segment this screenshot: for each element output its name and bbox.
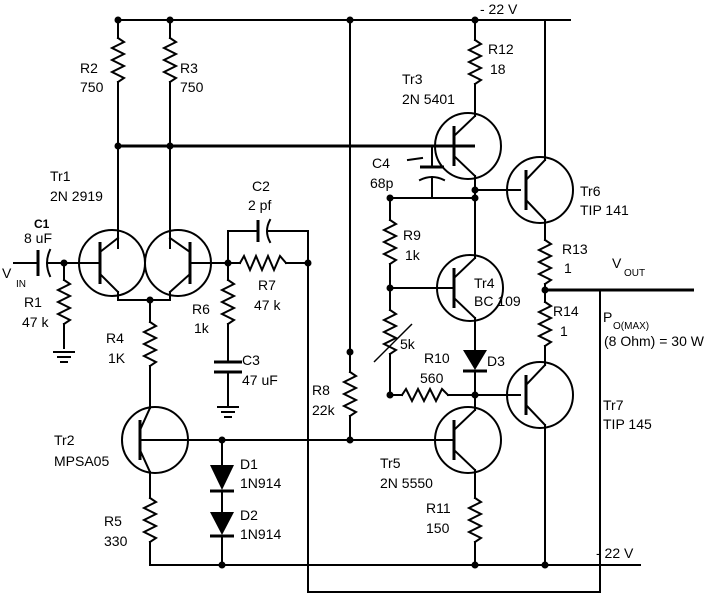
pot-value: 5k xyxy=(400,336,416,352)
pomax-sub: O(MAX) xyxy=(613,321,649,332)
r4-value: 1K xyxy=(108,350,126,366)
ground-c3 xyxy=(217,406,239,418)
tr3-value: 2N 5401 xyxy=(402,91,455,107)
r3-name: R3 xyxy=(180,60,198,76)
transistor-tr4 xyxy=(389,231,504,351)
resistor-r5 xyxy=(141,496,159,566)
resistor-r4 xyxy=(141,320,159,409)
diode-d3 xyxy=(463,350,487,411)
c2-value: 2 pf xyxy=(248,197,271,213)
r9-name: R9 xyxy=(403,227,421,243)
r14-value: 1 xyxy=(560,323,568,339)
capacitor-c3 xyxy=(214,360,242,406)
tr2-value: MPSA05 xyxy=(54,453,109,469)
tr7-name: Tr7 xyxy=(603,397,624,413)
bottom-rail-label: - 22 V xyxy=(596,545,634,561)
r9-value: 1k xyxy=(405,247,421,263)
r12-value: 18 xyxy=(490,61,506,77)
ground-r1 xyxy=(53,351,75,363)
r11-name: R11 xyxy=(426,500,451,516)
tr1-name: Tr1 xyxy=(50,168,71,184)
tr6-value: TIP 141 xyxy=(580,202,629,218)
transistor-tr7 xyxy=(506,361,574,566)
d1-name: D1 xyxy=(240,456,258,472)
d3-name: D3 xyxy=(487,353,505,369)
vout-label: V xyxy=(612,255,622,271)
r4-name: R4 xyxy=(106,330,124,346)
r5-value: 330 xyxy=(104,533,128,549)
r7-name: R7 xyxy=(258,277,276,293)
resistor-r10 xyxy=(389,386,476,404)
c4-value: 68p xyxy=(370,175,394,191)
diode-d1 xyxy=(210,439,234,493)
c1-name: C1 xyxy=(34,217,50,231)
vout-sub: OUT xyxy=(624,268,645,279)
resistor-r1 xyxy=(55,262,73,349)
pomax-value: (8 Ohm) = 30 W xyxy=(604,333,705,349)
resistor-r12 xyxy=(466,19,484,117)
pomax-label: P xyxy=(603,309,612,325)
r8-value: 22k xyxy=(312,402,336,418)
resistor-r11 xyxy=(466,496,484,566)
tr4-name: Tr4 xyxy=(474,275,495,291)
tr4-value: BC 109 xyxy=(474,293,521,309)
potentiometer-5k xyxy=(373,308,413,396)
c3-value: 47 uF xyxy=(242,372,278,388)
tr7-value: TIP 145 xyxy=(603,416,652,432)
resistor-r7 xyxy=(227,253,309,273)
capacitor-c2 xyxy=(227,218,309,264)
d1-value: 1N914 xyxy=(240,475,281,491)
tr3-name: Tr3 xyxy=(402,71,423,87)
r8-name: R8 xyxy=(312,382,330,398)
r5-name: R5 xyxy=(104,513,122,529)
c4-name: C4 xyxy=(372,155,390,171)
r1-name: R1 xyxy=(24,294,42,310)
resistor-r6 xyxy=(219,262,237,361)
feedback-loop-wire xyxy=(307,261,601,593)
vin-label: V xyxy=(2,265,12,281)
r6-name: R6 xyxy=(192,301,210,317)
r1-value: 47 k xyxy=(22,314,49,330)
transistor-tr5 xyxy=(434,406,502,499)
resistor-r3 xyxy=(161,19,179,249)
r6-value: 1k xyxy=(194,320,210,336)
tr2-name: Tr2 xyxy=(54,432,75,448)
resistor-r2 xyxy=(109,19,127,249)
transistor-tr3 xyxy=(429,112,502,233)
r12-name: R12 xyxy=(488,41,514,57)
transistor-tr6 xyxy=(506,19,574,241)
r11-value: 150 xyxy=(426,520,450,536)
diode-d2 xyxy=(210,490,234,566)
resistor-r9 xyxy=(381,197,399,311)
resistor-r8 xyxy=(341,19,359,441)
tr5-name: Tr5 xyxy=(380,455,401,471)
r2-value: 750 xyxy=(80,79,104,95)
c3-name: C3 xyxy=(242,352,260,368)
r13-value: 1 xyxy=(564,260,572,276)
d2-name: D2 xyxy=(240,507,258,523)
r7-value: 47 k xyxy=(254,297,281,313)
r14-name: R14 xyxy=(553,303,579,319)
transistor-tr1 xyxy=(73,229,229,323)
capacitor-c4 xyxy=(406,145,446,199)
r3-value: 750 xyxy=(180,79,204,95)
r13-name: R13 xyxy=(562,241,588,257)
tr5-value: 2N 5550 xyxy=(380,475,433,491)
r10-name: R10 xyxy=(424,350,450,366)
vin-sub: IN xyxy=(16,279,26,290)
junction-dots xyxy=(60,16,549,569)
tr6-name: Tr6 xyxy=(580,183,601,199)
c1-value: 8 uF xyxy=(24,230,52,246)
r10-value: 560 xyxy=(420,370,444,386)
top-rail-label: - 22 V xyxy=(480,1,518,17)
resistor-r14 xyxy=(536,300,554,366)
r2-name: R2 xyxy=(80,60,98,76)
d2-value: 1N914 xyxy=(240,526,281,542)
c2-name: C2 xyxy=(252,178,270,194)
tr1-value: 2N 2919 xyxy=(50,188,103,204)
